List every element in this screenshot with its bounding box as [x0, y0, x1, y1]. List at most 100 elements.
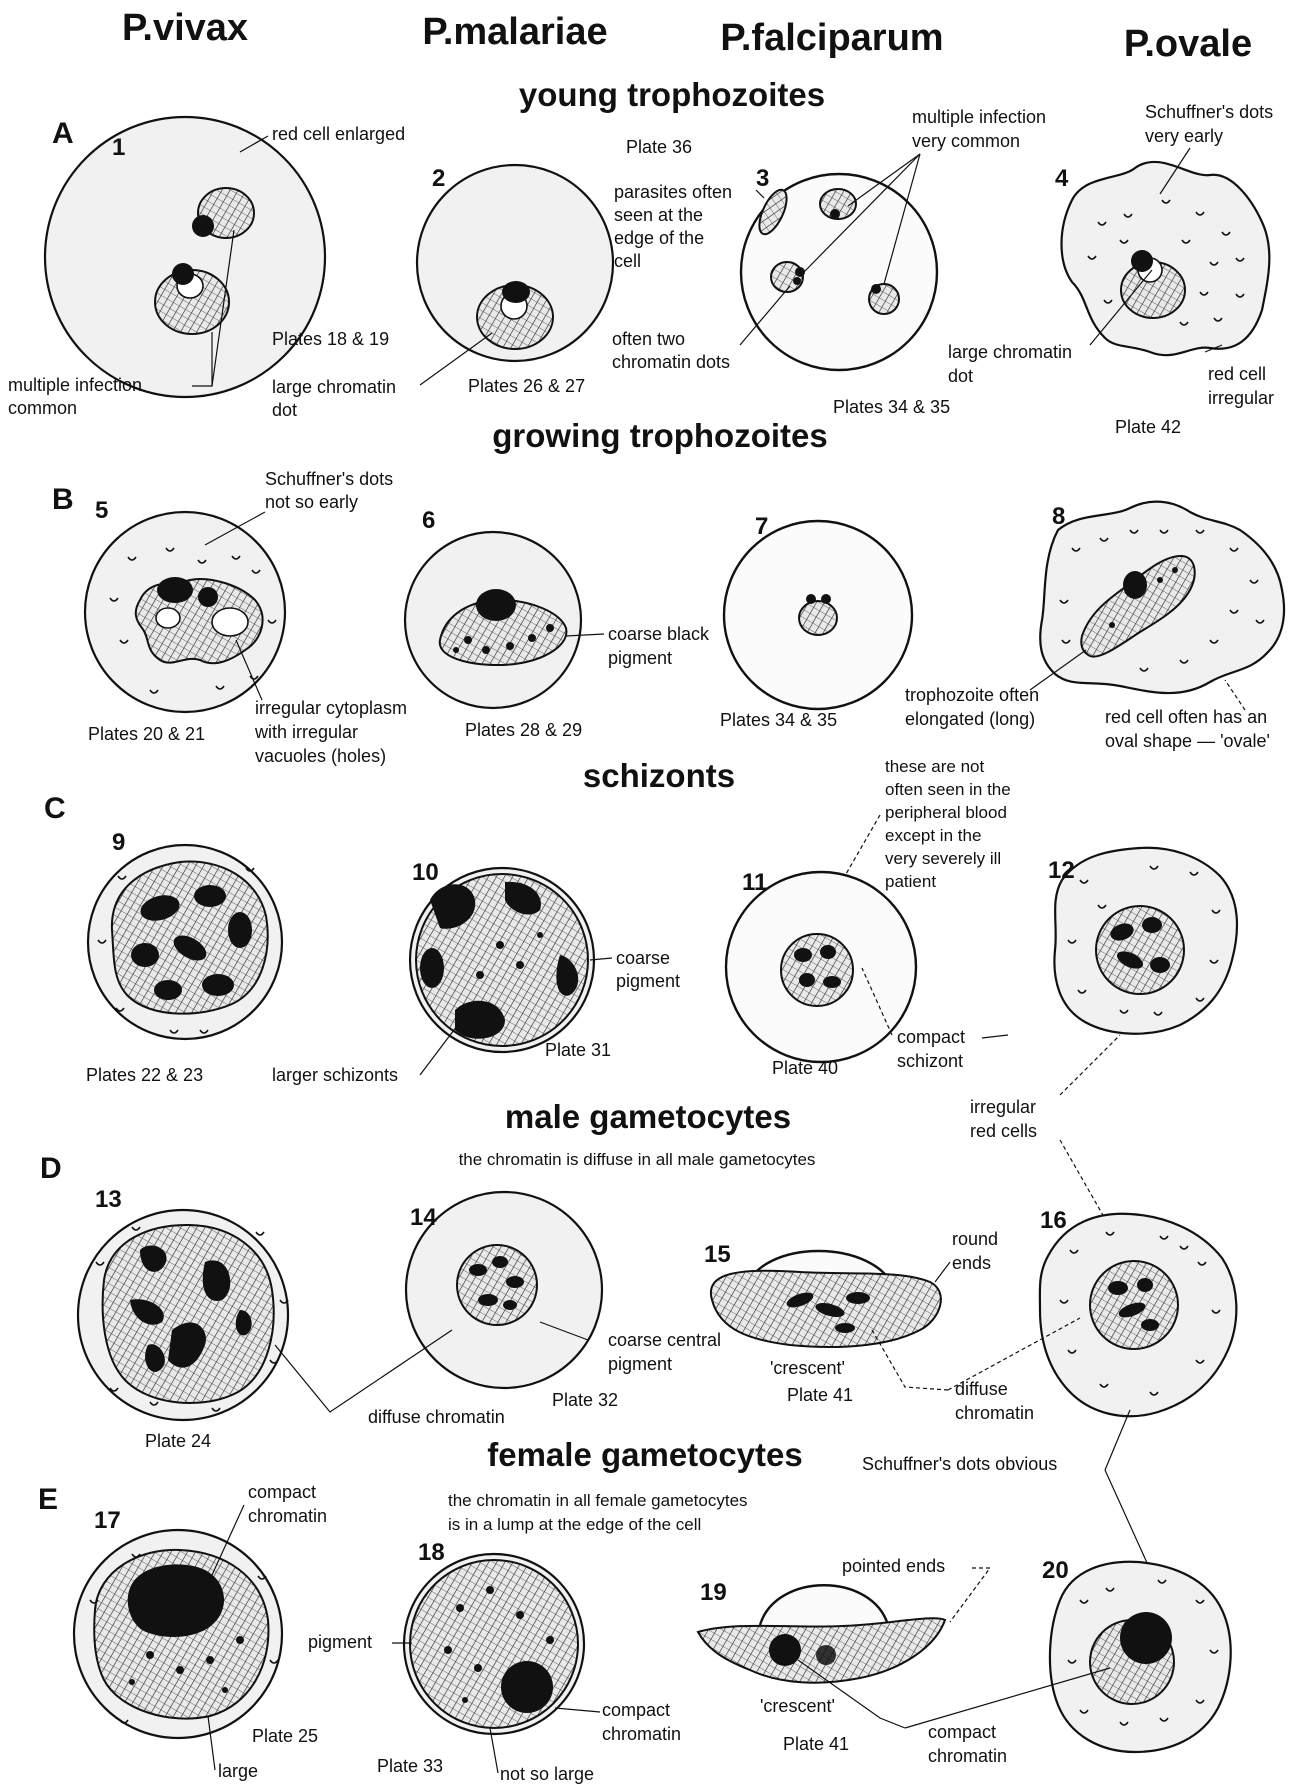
label-compact-schizont-2: schizont	[897, 1051, 963, 1071]
cell-5-plate: Plates 20 & 21	[88, 724, 205, 744]
cell-2	[417, 165, 613, 361]
label-not-often-seen-4: except in the	[885, 826, 981, 845]
cell-3	[741, 174, 937, 370]
male-gametocytes-note: the chromatin is diffuse in all male gam…	[459, 1150, 816, 1169]
label-crescent-15: 'crescent'	[770, 1358, 845, 1378]
cell-20	[1050, 1562, 1231, 1752]
label-large-chromatin-dot-2-line1: large chromatin	[272, 377, 396, 397]
label-schuffner-obvious: Schuffner's dots obvious	[862, 1454, 1057, 1474]
label-large-chromatin-dot-4-line1: large chromatin	[948, 342, 1072, 362]
label-not-often-seen-1: these are not	[885, 757, 985, 776]
cell-9-number: 9	[112, 829, 125, 856]
cell-9	[88, 845, 282, 1039]
label-irregular-red-cells-1: irregular	[970, 1097, 1036, 1117]
cell-19-number: 19	[700, 1579, 727, 1606]
cell-13-plate: Plate 24	[145, 1431, 211, 1451]
label-often-two-chromatin-2: chromatin dots	[612, 352, 730, 372]
label-diffuse-chromatin-16-2: chromatin	[955, 1403, 1034, 1423]
label-crescent-19: 'crescent'	[760, 1696, 835, 1716]
cell-8-number: 8	[1052, 503, 1065, 530]
label-schuffner-not-so-early-2: not so early	[265, 492, 358, 512]
label-round-ends-2: ends	[952, 1253, 991, 1273]
stage-title-male-gametocytes: male gametocytes	[505, 1098, 791, 1135]
label-trophozoite-elongated-2: elongated (long)	[905, 709, 1035, 729]
cell-4	[1062, 162, 1270, 355]
cell-11	[726, 872, 916, 1062]
label-coarse-pigment-2: pigment	[616, 971, 680, 991]
cell-7-plate: Plates 34 & 35	[720, 710, 837, 730]
label-multiple-infection-common-1: multiple infection	[8, 375, 142, 395]
cell-11-number: 11	[742, 869, 767, 896]
cell-10-number: 10	[412, 859, 439, 886]
label-red-cell-irregular-1: red cell	[1208, 364, 1266, 384]
cell-14-plate: Plate 32	[552, 1390, 618, 1410]
cell-13-number: 13	[95, 1186, 122, 1213]
cell-11-plate: Plate 40	[772, 1058, 838, 1078]
cell-2-plate: Plates 26 & 27	[468, 376, 585, 396]
label-not-often-seen-5: very severely ill	[885, 849, 1001, 868]
stage-title-female-gametocytes: female gametocytes	[487, 1436, 802, 1473]
label-schuffner-not-so-early-1: Schuffner's dots	[265, 469, 393, 489]
label-not-often-seen-3: peripheral blood	[885, 803, 1007, 822]
cell-15-number: 15	[704, 1241, 731, 1268]
cell-18-number: 18	[418, 1539, 445, 1566]
cell-10	[410, 868, 594, 1052]
row-c-annotations: coarse pigment larger schizonts these ar…	[272, 757, 1120, 1245]
label-compact-chromatin-18-2: chromatin	[602, 1724, 681, 1744]
cell-12-number: 12	[1048, 857, 1075, 884]
label-not-so-large: not so large	[500, 1764, 594, 1784]
cell-3-plate: Plates 34 & 35	[833, 397, 950, 417]
row-letter-c: C	[44, 792, 66, 825]
cell-16	[1040, 1214, 1237, 1416]
label-pigment: pigment	[308, 1632, 372, 1652]
label-coarse-black-pigment-1: coarse black	[608, 624, 710, 644]
cell-17	[74, 1530, 282, 1738]
species-header-malariae: P.malariae	[422, 11, 607, 53]
cell-4-number: 4	[1055, 165, 1069, 192]
label-parasites-edge-1: parasites often	[614, 182, 732, 202]
cell-1-plate: Plates 18 & 19	[272, 329, 389, 349]
label-large-chromatin-dot-2-line2: dot	[272, 400, 297, 420]
cell-10-plate: Plate 31	[545, 1040, 611, 1060]
label-multiple-infection-very-common-1: multiple infection	[912, 107, 1046, 127]
label-compact-chromatin-19-2: chromatin	[928, 1746, 1007, 1766]
cell-19	[698, 1585, 945, 1682]
label-irregular-cytoplasm-1: irregular cytoplasm	[255, 698, 407, 718]
label-schuffner-very-early-2: very early	[1145, 126, 1223, 146]
species-header-ovale: P.ovale	[1124, 23, 1252, 65]
cell-9-plate: Plates 22 & 23	[86, 1065, 203, 1085]
cell-7-number: 7	[755, 513, 768, 540]
label-not-often-seen-2: often seen in the	[885, 780, 1011, 799]
label-irregular-cytoplasm-2: with irregular	[254, 722, 358, 742]
cell-14-number: 14	[410, 1204, 437, 1231]
species-header-falciparum: P.falciparum	[720, 17, 943, 59]
label-compact-chromatin-17-1: compact	[248, 1482, 316, 1502]
label-schuffner-very-early-1: Schuffner's dots	[1145, 102, 1273, 122]
cell-1-number: 1	[112, 134, 125, 161]
label-irregular-cytoplasm-3: vacuoles (holes)	[255, 746, 386, 766]
label-coarse-central-pigment-1: coarse central	[608, 1330, 721, 1350]
cell-3-number: 3	[756, 165, 769, 192]
label-parasites-edge-2: seen at the	[614, 205, 703, 225]
label-diffuse-chromatin-16-1: diffuse	[955, 1379, 1008, 1399]
stage-title-schizonts: schizonts	[583, 757, 735, 794]
cell-2-number: 2	[432, 165, 445, 192]
label-pointed-ends: pointed ends	[842, 1556, 945, 1576]
cell-5	[85, 512, 285, 712]
label-red-cell-enlarged: red cell enlarged	[272, 124, 405, 144]
female-gametocytes-note-line-1: the chromatin in all female gametocytes	[448, 1491, 748, 1510]
cell-15-plate: Plate 41	[787, 1385, 853, 1405]
label-not-often-seen-6: patient	[885, 872, 936, 891]
label-compact-schizont-1: compact	[897, 1027, 965, 1047]
label-round-ends-1: round	[952, 1229, 998, 1249]
cell-12	[1054, 848, 1237, 1034]
cell-7	[724, 521, 912, 709]
label-parasites-edge-3: edge of the	[614, 228, 704, 248]
stage-title-growing-trophozoites: growing trophozoites	[492, 417, 827, 454]
cell-6-plate: Plates 28 & 29	[465, 720, 582, 740]
cell-19-plate: Plate 41	[783, 1734, 849, 1754]
label-red-cell-irregular-2: irregular	[1208, 388, 1274, 408]
row-letter-d: D	[40, 1152, 62, 1185]
cell-6	[405, 532, 581, 708]
